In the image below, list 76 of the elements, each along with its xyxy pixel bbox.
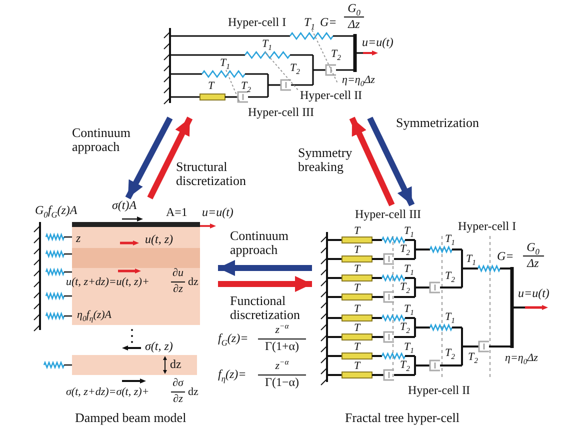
text-label: Hyper-cell III <box>248 106 314 120</box>
math-label: u(t, z) <box>145 233 173 246</box>
arrow <box>349 116 395 206</box>
math-label: T <box>354 244 360 256</box>
math-label: T$_{1}$ <box>404 303 414 316</box>
math-label: σ(t, z+dz)=σ(t, z)+ <box>66 386 150 398</box>
text-label: Hyper-cell II <box>408 384 470 398</box>
text-label: Hyper-cell I <box>228 16 286 30</box>
arrow <box>218 276 312 292</box>
math-label: G$_{0}$ <box>348 2 360 16</box>
math-label: T$_{2}$ <box>468 351 478 364</box>
math-label: T <box>354 225 360 238</box>
math-label: Δz <box>527 257 539 270</box>
text-label: Γ(1−α) <box>265 376 299 390</box>
math-label: T <box>208 80 214 92</box>
math-label: T$_{2}$ <box>400 243 410 256</box>
math-label: G$_{0}$ <box>526 241 540 254</box>
math-label: T <box>354 360 360 372</box>
math-label: Δz <box>348 18 360 32</box>
math-label: T$_{2}$ <box>290 62 300 74</box>
math-label: T <box>354 282 360 294</box>
math-label: z <box>76 232 81 246</box>
math-label: σ(t)A <box>112 199 137 212</box>
math-label: T$_{2}$ <box>241 80 251 92</box>
arrow <box>367 116 415 206</box>
math-label: T$_{1}$ <box>445 311 455 324</box>
math-label: u=u(t) <box>518 287 550 300</box>
math-label: T$_{1}$ <box>304 16 315 30</box>
arrow <box>125 116 173 200</box>
math-label: T$_{1}$ <box>404 341 414 354</box>
text-label: dz <box>188 386 198 398</box>
math-label: T$_{1}$ <box>445 233 455 246</box>
math-label: T$_{1}$ <box>404 263 414 276</box>
text-label: Hyper-cell III <box>355 208 422 222</box>
math-label: η=η$_{0}$Δz <box>342 74 375 86</box>
arrow <box>218 260 312 276</box>
text-label: dz <box>170 358 182 372</box>
text-label: dz <box>188 276 198 288</box>
arrow <box>147 116 193 200</box>
math-label: T <box>354 341 360 354</box>
math-label: z$^{−α}$ <box>275 324 289 336</box>
math-label: z$^{−α}$ <box>275 360 289 372</box>
text-label: Hyper-cell I <box>458 220 516 234</box>
math-label: η=η$_{0}$Δz <box>505 352 538 364</box>
math-label: u=u(t) <box>362 36 394 50</box>
math-label: T <box>354 263 360 276</box>
math-label: T$_{1}$ <box>466 253 476 266</box>
math-label: T$_{1}$ <box>220 57 230 70</box>
math-label: T$_{2}$ <box>400 359 410 372</box>
math-label: u=u(t) <box>202 206 234 220</box>
math-label: T$_{2}$ <box>445 347 455 360</box>
text-label: Γ(1+α) <box>265 340 299 354</box>
math-label: T$_{1}$ <box>404 225 414 238</box>
math-label: u(t, z+dz)=u(t, z)+ <box>66 276 150 288</box>
math-label: η$_{0}$f$_{η}$(z)A <box>77 309 112 322</box>
math-label: f$_{G}$(z)= <box>218 332 248 346</box>
math-label: T$_{2}$ <box>400 321 410 334</box>
figure-caption: Fractal tree hyper-cell <box>345 410 460 426</box>
math-label: T$_{1}$ <box>262 38 272 50</box>
math-label: T$_{2}$ <box>331 48 341 60</box>
math-label: f$_{η}$(z)= <box>218 368 246 382</box>
math-label: G= <box>497 250 514 264</box>
math-label: T$_{2}$ <box>445 270 455 282</box>
math-label: ∂σ <box>172 377 184 390</box>
math-label: ∂u <box>172 267 184 280</box>
math-label: T$_{2}$ <box>400 281 410 294</box>
text-label: Hyper-cell II <box>300 89 362 102</box>
math-label: G$_{0}$f$_{G}$(z)A <box>35 204 78 218</box>
text-label: A=1 <box>166 206 188 220</box>
math-label: G= <box>320 16 337 30</box>
figure-caption: Damped beam model <box>75 410 186 426</box>
math-label: T <box>354 303 360 316</box>
math-label: ∂z <box>173 283 183 296</box>
math-label: ∂z <box>173 393 183 406</box>
math-label: T <box>354 322 360 334</box>
math-label: σ(t, z) <box>145 340 173 354</box>
